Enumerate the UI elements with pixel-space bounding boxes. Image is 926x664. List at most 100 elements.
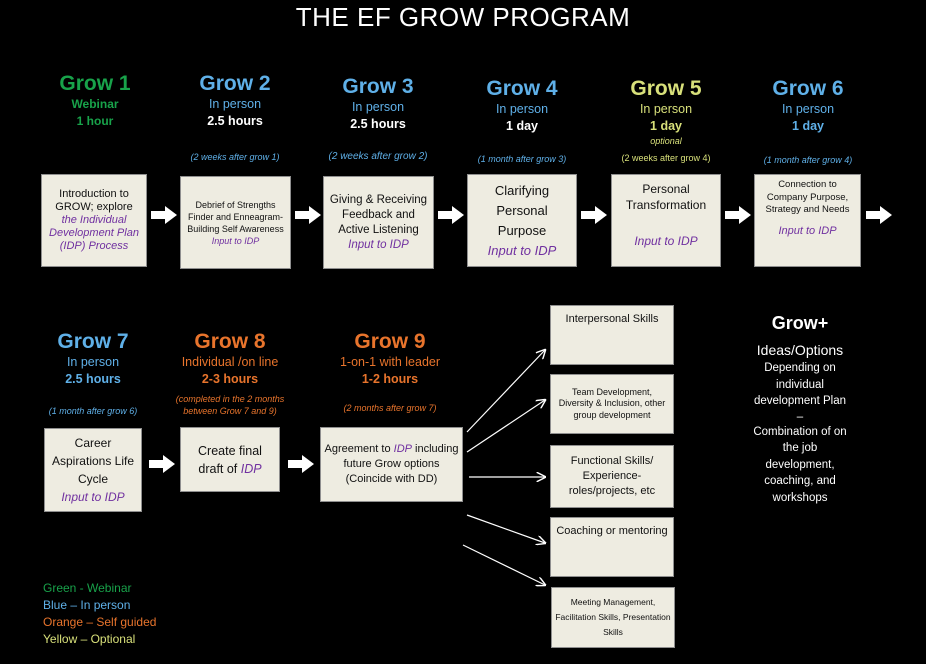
grow2-text: Debrief of Strengths Finder and Enneagra… <box>187 199 284 234</box>
option-text-5: Meeting Management, Facilitation Skills,… <box>555 597 671 637</box>
grow4-box: Clarifying Personal Purpose Input to IDP <box>467 174 577 267</box>
grow3-name: Grow 3 <box>342 75 414 98</box>
right-arrow-icon <box>438 206 464 224</box>
grow6-header: Grow 6 In person 1 day <box>753 77 863 135</box>
grow7-idp: Input to IDP <box>61 490 125 504</box>
option-box-4: Coaching or mentoring <box>550 517 674 577</box>
grow6-name: Grow 6 <box>772 77 844 100</box>
option-text-2: Team Development, Diversity & Inclusion,… <box>558 386 666 420</box>
grow8-name: Grow 8 <box>194 330 266 353</box>
grow6-type: In person <box>781 102 835 116</box>
legend: Green - Webinar Blue – In person Orange … <box>43 580 156 648</box>
grow2-note: (2 weeks after grow 1) <box>190 152 280 162</box>
growplus-dash: – <box>796 410 804 423</box>
grow9-note: (2 months after grow 7) <box>343 403 437 413</box>
grow3-note: (2 weeks after grow 2) <box>328 151 428 162</box>
grow7-note: (1 month after grow 6) <box>48 406 138 416</box>
legend-blue: Blue – In person <box>43 598 131 612</box>
grow3-idp: Input to IDP <box>348 238 409 251</box>
grow5-box: Personal Transformation Input to IDP <box>611 174 721 267</box>
grow8-note-line1: (completed in the 2 months <box>175 394 285 404</box>
grow2-header: Grow 2 In person 2.5 hours <box>180 72 290 130</box>
legend-green: Green - Webinar <box>43 581 132 595</box>
grow4-text: Clarifying Personal Purpose <box>494 182 550 238</box>
grow7-duration: 2.5 hours <box>65 372 121 386</box>
grow4-duration: 1 day <box>506 119 538 133</box>
grow7-header: Grow 7 In person 2.5 hours <box>38 330 148 388</box>
grow1-header: Grow 1 Webinar 1 hour <box>40 72 150 130</box>
grow5-type: In person <box>639 102 693 116</box>
grow2-box: Debrief of Strengths Finder and Enneagra… <box>180 176 291 269</box>
grow9-name: Grow 9 <box>354 330 426 353</box>
option-text-1: Interpersonal Skills <box>565 313 659 325</box>
arrow-to-option-4 <box>466 514 545 543</box>
grow8-text: Create final draft of <box>198 443 262 476</box>
right-arrow-icon <box>288 455 314 473</box>
right-arrow-icon <box>295 206 321 224</box>
grow9-box: Agreement to IDP including future Grow o… <box>320 427 463 502</box>
arrow-to-option-1 <box>466 350 545 433</box>
grow2-type: In person <box>208 97 262 111</box>
grow2-idp: Input to IDP <box>211 235 260 246</box>
option-connector-arrows <box>462 340 555 590</box>
grow8-note: (completed in the 2 months between Grow … <box>160 393 300 417</box>
grow7-type: In person <box>66 355 120 369</box>
grow1-name: Grow 1 <box>59 72 131 95</box>
grow1-box: Introduction to GROW; explore the Indivi… <box>41 174 147 267</box>
arrow-to-option-5 <box>462 544 545 585</box>
grow6-note: (1 month after grow 4) <box>763 155 853 165</box>
grow4-type: In person <box>495 102 549 116</box>
page-title: THE EF GROW PROGRAM <box>295 2 631 32</box>
grow5-duration: 1 day <box>650 119 682 133</box>
growplus-body1: Depending on individual development Plan <box>753 362 847 407</box>
grow4-note: (1 month after grow 3) <box>477 154 567 164</box>
grow2-duration: 2.5 hours <box>207 114 263 128</box>
grow8-box: Create final draft of IDP <box>180 427 280 492</box>
growplus-body2: Combination of on the job development, c… <box>753 425 847 504</box>
grow9-text1: Agreement to <box>324 443 391 455</box>
option-box-3: Functional Skills/ Experience- roles/pro… <box>550 445 674 508</box>
grow1-idp: the Individual Development Plan (IDP) Pr… <box>49 214 139 252</box>
option-box-2: Team Development, Diversity & Inclusion,… <box>550 374 674 434</box>
legend-orange: Orange – Self guided <box>43 615 157 629</box>
grow8-text-wrap: Create final draft of IDP <box>184 442 276 478</box>
grow5-name: Grow 5 <box>630 77 702 100</box>
grow7-text: Career Aspirations Life Cycle <box>51 436 135 486</box>
grow5-note: (2 weeks after grow 4) <box>621 153 711 163</box>
grow9-idp: IDP <box>393 443 412 455</box>
right-arrow-icon <box>151 206 177 224</box>
grow9-text2: including future Grow options (Coincide … <box>343 443 459 485</box>
grow4-header: Grow 4 In person 1 day <box>466 77 578 135</box>
grow6-text: Connection to Company Purpose, Strategy … <box>765 179 850 215</box>
grow3-type: In person <box>351 100 405 114</box>
grow9-header: Grow 9 1-on-1 with leader 1-2 hours <box>320 330 460 388</box>
grow7-name: Grow 7 <box>57 330 129 353</box>
right-arrow-icon <box>725 206 751 224</box>
grow8-type: Individual /on line <box>181 355 279 369</box>
grow3-text: Giving & Receiving Feedback and Active L… <box>329 193 428 236</box>
grow9-type: 1-on-1 with leader <box>339 355 441 369</box>
option-text-4: Coaching or mentoring <box>556 525 668 537</box>
grow7-box: Career Aspirations Life Cycle Input to I… <box>44 428 142 512</box>
grow3-duration: 2.5 hours <box>350 117 406 131</box>
grow5-header: Grow 5 In person 1 day optional <box>610 77 722 147</box>
grow4-name: Grow 4 <box>486 77 558 100</box>
growplus-title: Grow+ <box>771 313 829 333</box>
grow3-header: Grow 3 In person 2.5 hours <box>322 75 434 133</box>
grow9-duration: 1-2 hours <box>361 372 419 386</box>
grow1-duration: 1 hour <box>76 114 114 128</box>
grow1-type: Webinar <box>71 97 119 111</box>
grow5-optional: optional <box>650 136 682 146</box>
grow8-idp: IDP <box>240 461 262 476</box>
growplus-panel: Grow+ Ideas/Options Depending on individ… <box>740 312 860 506</box>
grow3-box: Giving & Receiving Feedback and Active L… <box>323 176 434 269</box>
option-text-3: Functional Skills/ Experience- roles/pro… <box>568 455 656 497</box>
grow1-text: Introduction to GROW; explore <box>55 188 133 213</box>
option-box-5: Meeting Management, Facilitation Skills,… <box>551 587 675 648</box>
grow5-idp: Input to IDP <box>634 234 698 248</box>
grow2-name: Grow 2 <box>199 72 271 95</box>
grow8-duration: 2-3 hours <box>201 372 259 386</box>
grow6-box: Connection to Company Purpose, Strategy … <box>754 174 861 267</box>
right-arrow-icon <box>866 206 892 224</box>
grow4-idp: Input to IDP <box>487 242 557 258</box>
